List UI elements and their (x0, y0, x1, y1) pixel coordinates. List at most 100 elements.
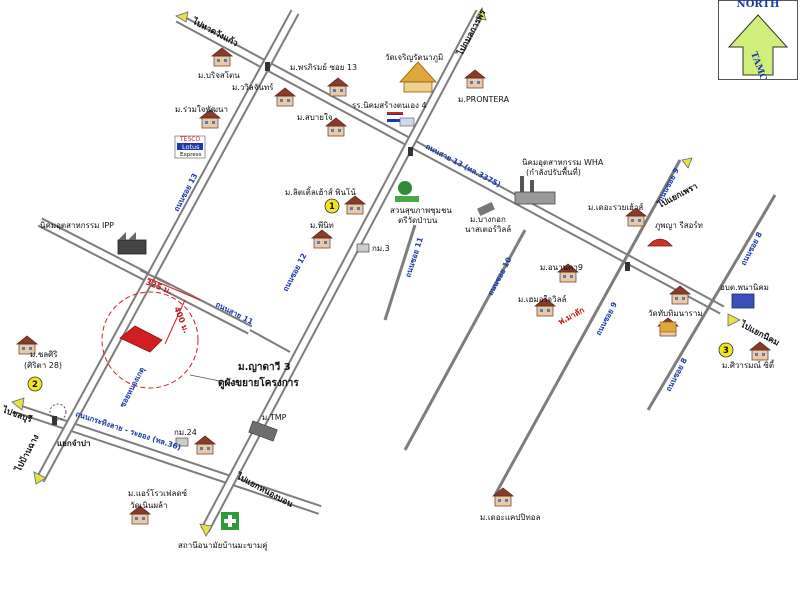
place-wha-1: นิคมอุตสาหกรรม WHA (522, 158, 604, 167)
road-soi10 (403, 229, 527, 451)
resort-icon (647, 238, 673, 247)
dir-s-label: ไปแยกหนองบอน (234, 470, 295, 509)
building-icon (248, 420, 278, 442)
road-soi11 (383, 224, 417, 321)
building-icon (356, 243, 370, 253)
school-flag-icon (387, 112, 415, 127)
arrow-s-icon (199, 523, 213, 537)
place-health: สถานีอนามัยบ้านมะขามคู่ (178, 541, 268, 551)
place-wat-thap: วัดทับทิมนาราม (648, 309, 703, 318)
house-icon (274, 87, 296, 107)
north-arrow-icon: TAMC (727, 14, 789, 79)
marker-1 (324, 198, 340, 214)
factory-icon (117, 232, 147, 255)
place-sankri-2: (ศิริตา 28) (24, 361, 62, 370)
lotus-1: TESCO (179, 136, 200, 143)
place-sitthi: ม.ศิวารมณ์ ซิตี้ (722, 359, 775, 370)
building-icon (175, 437, 189, 447)
marker-2 (27, 376, 43, 392)
obt-building-icon (731, 293, 755, 309)
place-airways: ม.แอร์โรวเฟลดซ์ (128, 488, 188, 498)
dist-line-400 (164, 299, 186, 345)
lotus-2: Lotus (182, 143, 200, 151)
road-soi8 (646, 194, 777, 411)
road-soi11-label: ถนนซอย 11 (403, 236, 424, 279)
road-soi9 (493, 159, 682, 496)
place-tmp: ม.TMP (262, 413, 287, 422)
arrow-ne-icon (681, 157, 693, 169)
dist-line-325 (147, 277, 201, 301)
arrow-n-icon (475, 7, 487, 21)
dist-400-label: 400 ม. (172, 305, 191, 334)
house-icon (311, 229, 333, 249)
place-phuphaya: ภูพญา รีสอร์ท (655, 220, 703, 231)
traffic-light-icon (265, 62, 270, 71)
place-bangkok-1: ม.บางกอก (470, 215, 506, 224)
house-icon (327, 77, 349, 97)
road-soi10-label: ถนนซอย 10 (486, 256, 514, 297)
place-gm3: กม.3 (372, 244, 390, 253)
site-pointer (189, 374, 241, 386)
place-ruamjai: ม.ร่วมใจพัฒนา (175, 105, 228, 114)
markers: 1 2 3 (27, 198, 734, 392)
place-wha-2: (กำลังปรับพื้นที่) (526, 166, 581, 177)
marker-3 (718, 342, 734, 358)
place-richhouse: ม.เดอะรวยเฮ้าส์ (588, 202, 643, 212)
place-bangrak: ฟ.มาลัก (557, 305, 586, 326)
place-phinit: ม.พีนิท (310, 221, 334, 230)
place-park-1: สวนสุขภาพชุมชน (390, 206, 452, 215)
place-bangkok-2: นาสเตอร์วิลล์ (465, 224, 511, 234)
health-center-icon (221, 512, 239, 530)
place-wilachan: ม.ววิลจันทร์ (232, 82, 274, 92)
dir-n-label: ไปกมลการพร (454, 7, 488, 58)
north-compass: NORTH TAMC (718, 0, 798, 80)
place-gm24: กม.24 (174, 428, 197, 437)
park-tree-icon (395, 181, 419, 202)
place-ipp: นิคมอุตสาหกรรม IPP (40, 221, 114, 230)
place-sankri-1: ม.ชลศิริ (30, 350, 58, 359)
dir-sw-label: ไปบ้านฉาง (12, 433, 41, 475)
place-wat-noen: วัดเนินผล้า (130, 501, 167, 510)
place-wat-charoen: วัดเจริญรัตนาภูมิ (385, 53, 443, 63)
place-park-2: ตรีวัดป่าบน (398, 216, 438, 225)
arrow-nw-icon (175, 11, 189, 23)
place-amalo: ม.เฮมอใจวิลล์ (518, 294, 567, 304)
lotus-logo-icon (174, 135, 206, 159)
temple-icon (659, 321, 677, 333)
place-anan: ม.อนานคา9 (540, 263, 583, 272)
road-soi9b-label: ถนนซอย 9 (594, 300, 619, 337)
place-school: รร.นิคมสร้างตนเอง 4 (352, 101, 427, 110)
direction-arrows (11, 7, 741, 537)
lotus-3: Express (180, 152, 202, 158)
factory-icon (514, 176, 556, 205)
site-plot (119, 325, 163, 353)
house-icon (464, 69, 486, 89)
place-nayadee-1: ม.ญาดาวี 3 (238, 361, 291, 373)
traffic-light-icon (408, 147, 413, 156)
traffic-light-icon (625, 262, 630, 271)
place-yaek: แยกจำปา (57, 439, 90, 448)
place-porapirom: ม.พรภิรมย์ ซอย 13 (290, 62, 357, 72)
arrow-e-icon (727, 313, 741, 327)
house-icon (344, 195, 366, 215)
site-radius-circle (101, 291, 199, 389)
place-decaparcel: ม.เดอะแคปปิทอล (480, 513, 541, 522)
traffic-lights (52, 62, 630, 425)
place-obt: อบต.พนานิคม (720, 283, 769, 292)
temple-icon (399, 61, 437, 93)
place-lt: ม.ลิตเติ้ลเฮ้าส์ พินโน้ (285, 186, 356, 197)
road-soi12-label: ถนนซอย 12 (281, 252, 309, 293)
building-icon (477, 201, 495, 217)
place-bcsta: ม.บริจสโตน (198, 70, 240, 80)
north-label: NORTH (736, 0, 780, 10)
arrow-w-icon (11, 397, 25, 411)
landmarks (16, 47, 771, 530)
house-icon (194, 435, 216, 455)
traffic-light-icon (52, 416, 57, 425)
arrow-sw-icon (33, 471, 47, 485)
marker-3-label: 3 (723, 346, 729, 356)
road-hwy13-label: ถนนสาย 13 (ทล.3375) (424, 142, 502, 189)
place-nayadee-2: ดูผังขยายโครงการ (218, 376, 299, 390)
marker-2-label: 2 (32, 380, 38, 390)
